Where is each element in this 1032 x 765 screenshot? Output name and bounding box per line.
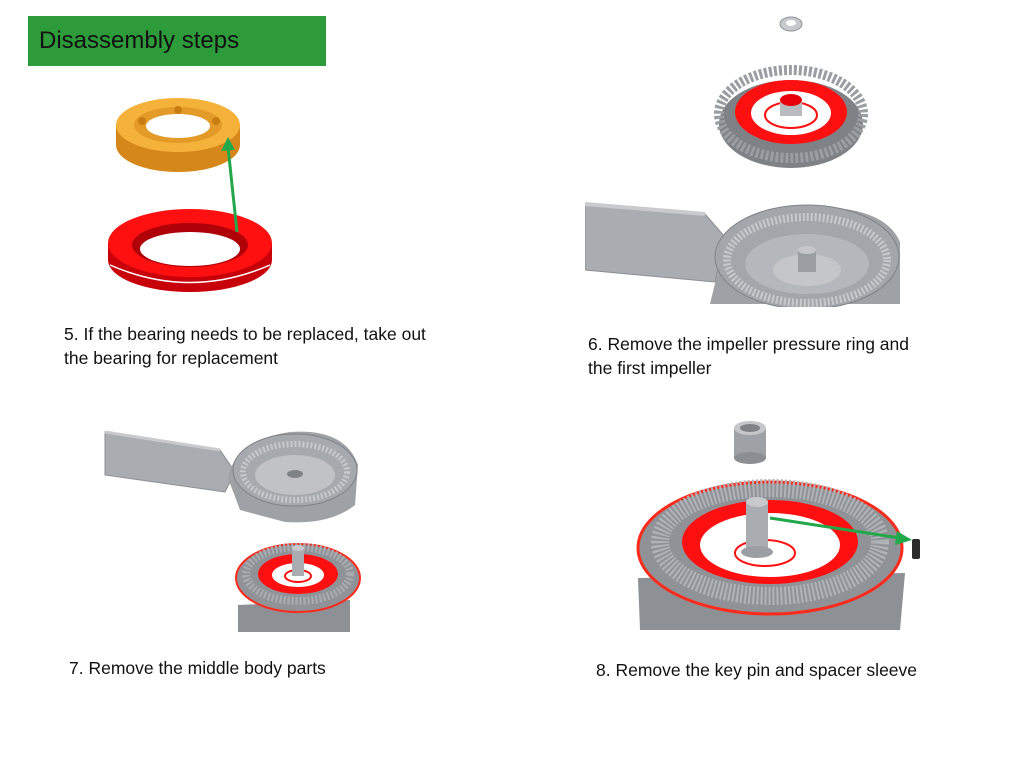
middle-body-figure	[104, 430, 361, 632]
bearing-removal-figure	[108, 98, 272, 292]
step-7-line-1: 7. Remove the middle body parts	[69, 658, 326, 678]
key-pin	[912, 539, 920, 559]
step-5-line-2: the bearing for replacement	[64, 348, 279, 368]
slide-title: Disassembly steps	[28, 16, 326, 66]
green-arrow	[221, 137, 239, 233]
second-impeller	[636, 479, 905, 630]
green-arrow	[769, 516, 912, 545]
step-7-caption: 7. Remove the middle body parts	[69, 656, 326, 680]
key-pin-figure	[636, 421, 920, 630]
first-impeller	[714, 65, 868, 168]
step-5-line-1: 5. If the bearing needs to be replaced, …	[64, 324, 426, 344]
step-6-line-2: the first impeller	[588, 358, 712, 378]
impeller-removal-figure	[585, 16, 900, 307]
step-6-line-1: 6. Remove the impeller pressure ring and	[588, 334, 909, 354]
step-6-caption: 6. Remove the impeller pressure ring and…	[588, 332, 909, 380]
spacer-sleeve	[734, 421, 766, 464]
step-8-caption: 8. Remove the key pin and spacer sleeve	[596, 658, 917, 682]
middle-body	[104, 430, 358, 523]
impeller-stack	[235, 543, 361, 632]
orange-bearing	[116, 98, 240, 172]
pump-body	[585, 202, 900, 307]
pressure-ring	[779, 16, 803, 32]
step-5-caption: 5. If the bearing needs to be replaced, …	[64, 322, 426, 370]
red-bearing-seat	[108, 209, 272, 292]
step-8-line-1: 8. Remove the key pin and spacer sleeve	[596, 660, 918, 680]
